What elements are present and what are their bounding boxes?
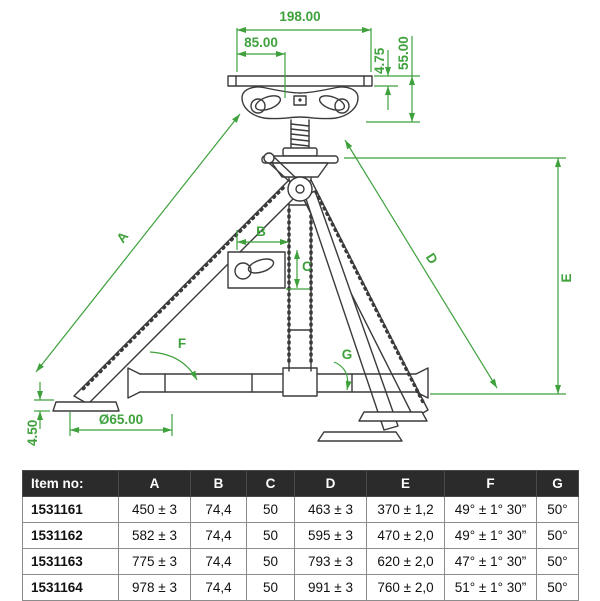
dim-label-b: B: [256, 224, 266, 239]
cell-b: 74,4: [190, 496, 247, 523]
dimension-base-diameter: Ø65.00: [69, 412, 173, 436]
col-header-item-no: Item no:: [22, 470, 119, 497]
table-row: 1531161 450 ± 3 74,4 50 463 ± 3 370 ± 1,…: [22, 496, 579, 523]
dim-label-f: F: [178, 336, 186, 351]
table-row: 1531162 582 ± 3 74,4 50 595 ± 3 470 ± 2,…: [22, 522, 579, 549]
cell-f: 47° ± 1° 30”: [444, 548, 537, 575]
cell-d: 463 ± 3: [294, 496, 367, 523]
table-header-row: Item no: A B C D E F G: [22, 470, 579, 497]
col-header-b: B: [190, 470, 247, 497]
dimension-85: 85.00: [237, 35, 286, 98]
dimension-angle-f: F: [149, 336, 198, 381]
cell-a: 582 ± 3: [118, 522, 191, 549]
cell-e: 370 ± 1,2: [366, 496, 445, 523]
dimension-198: 198.00: [236, 9, 372, 72]
cell-b: 74,4: [190, 548, 247, 575]
dimension-foot-height: 4.50: [25, 382, 54, 446]
cell-d: 793 ± 3: [294, 548, 367, 575]
cell-g: 50°: [536, 574, 579, 601]
cell-d: 595 ± 3: [294, 522, 367, 549]
dim-label-foot-height: 4.50: [25, 420, 40, 446]
col-header-c: C: [246, 470, 295, 497]
cell-item-no: 1531161: [22, 496, 119, 523]
cell-c: 50: [246, 522, 295, 549]
jack-stand-outline: [52, 75, 429, 442]
dim-label-c: C: [302, 259, 312, 274]
cell-e: 760 ± 2,0: [366, 574, 445, 601]
cell-f: 49° ± 1° 30”: [444, 496, 537, 523]
dim-label-plate-thickness: 4.75: [372, 47, 387, 74]
cell-a: 450 ± 3: [118, 496, 191, 523]
cell-b: 74,4: [190, 574, 247, 601]
cell-e: 470 ± 2,0: [366, 522, 445, 549]
cell-item-no: 1531162: [22, 522, 119, 549]
dim-label-base-diameter: Ø65.00: [99, 412, 143, 427]
col-header-a: A: [118, 470, 191, 497]
left-leg: [73, 179, 301, 405]
dim-label-e: E: [559, 273, 574, 282]
spec-table: Item no: A B C D E F G 1531161 450 ± 3 7…: [22, 470, 579, 601]
col-header-e: E: [366, 470, 445, 497]
col-header-f: F: [444, 470, 537, 497]
cell-g: 50°: [536, 522, 579, 549]
threaded-spindle: [290, 119, 310, 151]
cell-b: 74,4: [190, 522, 247, 549]
dim-label-a: A: [114, 229, 132, 246]
joint-knuckle: [263, 152, 313, 202]
technical-drawing: 198.00 85.00 4.75 55.00 A B: [25, 9, 574, 446]
saddle-plate: [227, 75, 373, 87]
cell-c: 50: [246, 574, 295, 601]
dim-label-head-height: 55.00: [396, 36, 411, 70]
cell-f: 49° ± 1° 30”: [444, 522, 537, 549]
cell-g: 50°: [536, 496, 579, 523]
feet: [52, 401, 428, 442]
dim-label-inner-width: 85.00: [244, 35, 278, 50]
dimension-e: E: [344, 157, 574, 395]
cell-item-no: 1531164: [22, 574, 119, 601]
table-row: 1531163 775 ± 3 74,4 50 793 ± 3 620 ± 2,…: [22, 548, 579, 575]
dimension-b: B: [236, 224, 289, 250]
cell-f: 51° ± 1° 30”: [444, 574, 537, 601]
dim-label-g: G: [342, 347, 353, 362]
dimension-angle-g: G: [333, 347, 353, 391]
detail-plate: [227, 251, 286, 289]
dim-label-d: D: [423, 250, 441, 267]
cell-e: 620 ± 2,0: [366, 548, 445, 575]
dimension-c: C: [286, 250, 312, 290]
cell-g: 50°: [536, 548, 579, 575]
dim-label-top-width: 198.00: [279, 9, 320, 24]
table-row: 1531164 978 ± 3 74,4 50 991 ± 3 760 ± 2,…: [22, 574, 579, 601]
cell-a: 978 ± 3: [118, 574, 191, 601]
wing-handle: [241, 86, 359, 120]
dimension-55: 55.00: [366, 36, 420, 123]
cell-d: 991 ± 3: [294, 574, 367, 601]
cell-c: 50: [246, 496, 295, 523]
collar-flange: [261, 147, 339, 178]
cell-a: 775 ± 3: [118, 548, 191, 575]
cell-item-no: 1531163: [22, 548, 119, 575]
col-header-g: G: [536, 470, 579, 497]
cell-c: 50: [246, 548, 295, 575]
col-header-d: D: [294, 470, 367, 497]
